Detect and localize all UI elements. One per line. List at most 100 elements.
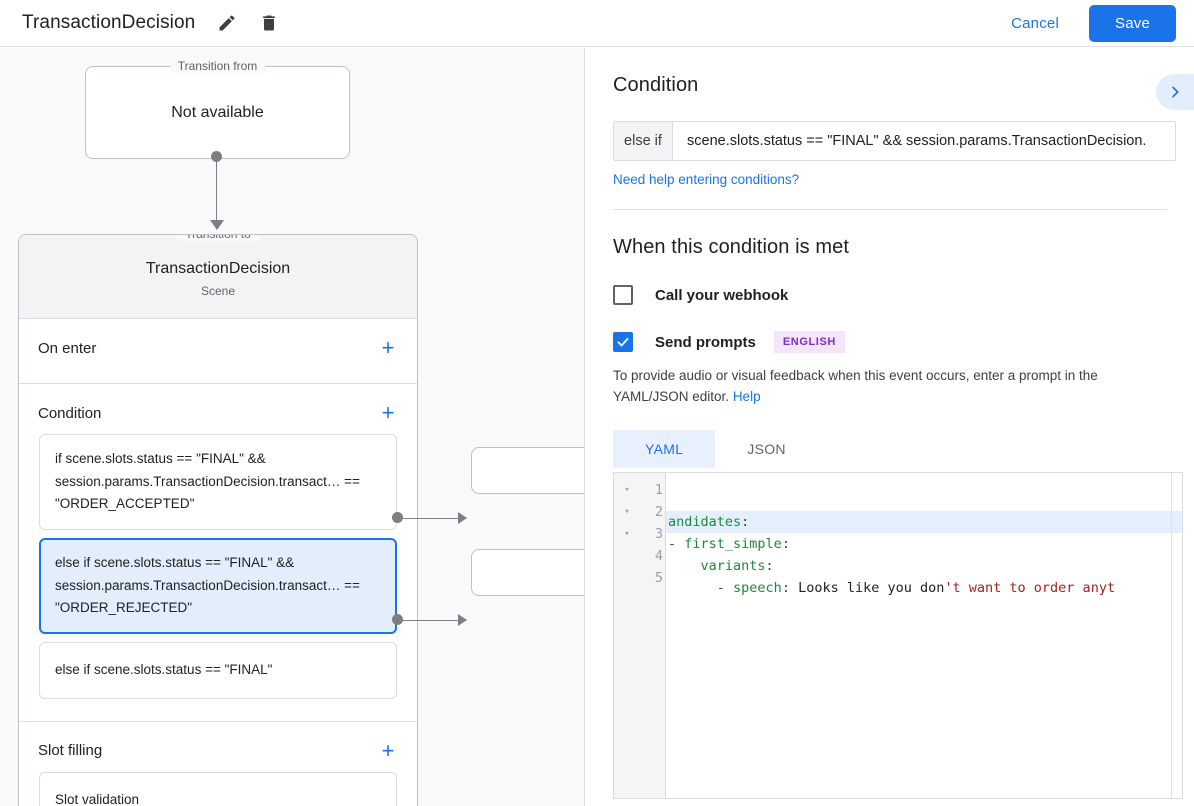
target-node-rejected[interactable] (471, 549, 584, 596)
add-slot-filling-button[interactable]: + (381, 737, 395, 763)
send-prompts-checkbox[interactable] (613, 332, 633, 352)
add-condition-button[interactable]: + (381, 400, 395, 425)
prompts-description-text: To provide audio or visual feedback when… (613, 368, 1098, 404)
code-line: andidates: (666, 510, 1182, 533)
transition-from-node[interactable]: Transition from Not available (85, 59, 350, 159)
send-prompts-row[interactable]: Send prompts ENGLISH (613, 331, 1167, 353)
page-title: TransactionDecision (22, 12, 196, 33)
condition-detail-panel: Condition else if scene.slots.status == … (586, 48, 1194, 806)
edge-line-accepted (398, 518, 460, 519)
code-token: Looks like you don (798, 579, 945, 596)
scene-type: Scene (200, 283, 236, 298)
editor-fold-column: ▾ ▾ ▾ (614, 472, 640, 798)
call-webhook-row[interactable]: Call your webhook (613, 285, 1167, 305)
connector-dot (211, 151, 222, 162)
tab-json[interactable]: JSON (747, 440, 786, 457)
line-number: 1 (654, 481, 663, 498)
fold-toggle[interactable]: ▾ (624, 506, 630, 517)
pencil-icon (219, 15, 235, 31)
fold-toggle[interactable]: ▾ (624, 484, 630, 495)
editor-code-area[interactable]: andidates:- first_simple: variants: - sp… (666, 472, 1182, 798)
code-token: - (668, 535, 685, 552)
call-webhook-checkbox[interactable] (613, 285, 633, 305)
scene-graph-panel: Transition from Not available Transition… (0, 48, 585, 806)
delete-button[interactable] (255, 9, 283, 37)
need-help-conditions-link[interactable]: Need help entering conditions? (613, 172, 800, 187)
checkmark-icon (617, 337, 629, 347)
code-token: 't want to order anyt (944, 579, 1116, 596)
edge-dot-rejected (392, 614, 403, 625)
line-number: 3 (654, 525, 663, 542)
code-line (666, 599, 1182, 621)
code-token: speech (733, 579, 782, 596)
edge-arrow-accepted (458, 512, 467, 524)
line-number: 5 (654, 569, 663, 586)
tab-yaml[interactable]: YAML (613, 429, 716, 468)
connector-arrow-icon (210, 220, 224, 230)
connector-line (216, 160, 217, 228)
scene-header[interactable]: TransactionDecision Scene (19, 235, 417, 319)
when-condition-met-block: When this condition is met Call your web… (586, 210, 1194, 799)
section-head-slot-filling: Slot filling + (19, 722, 417, 772)
code-token: andidates (668, 513, 742, 530)
chevron-right-icon (1172, 86, 1179, 98)
condition-input-row[interactable]: else if scene.slots.status == "FINAL" &&… (613, 121, 1176, 161)
cancel-button[interactable]: Cancel (995, 6, 1075, 41)
transition-from-value: Not available (171, 103, 264, 121)
prompts-description: To provide audio or visual feedback when… (613, 366, 1169, 408)
editor-margin-rule (1171, 472, 1172, 798)
code-token: : (741, 513, 750, 530)
section-head-on-enter: On enter + (19, 319, 417, 369)
scene-name: TransactionDecision (145, 259, 291, 277)
when-condition-met-heading: When this condition is met (613, 236, 850, 258)
transition-to-node: Transition to TransactionDecision Scene … (18, 234, 418, 806)
condition-list-item[interactable]: else if scene.slots.status == "FINAL" &&… (39, 538, 397, 635)
condition-list-item[interactable]: if scene.slots.status == "FINAL" && sess… (39, 434, 397, 531)
slot-filling-item[interactable]: Slot validation (39, 771, 397, 806)
condition-expression-input[interactable]: scene.slots.status == "FINAL" && session… (687, 133, 1147, 149)
edit-name-button[interactable] (213, 9, 241, 37)
editor-line-numbers: 1 2 3 4 5 (640, 472, 666, 798)
section-divider (613, 209, 1167, 210)
transition-from-legend: Transition from (169, 59, 266, 73)
save-button[interactable]: Save (1089, 4, 1176, 42)
send-prompts-label: Send prompts (655, 333, 756, 351)
call-webhook-label: Call your webhook (655, 286, 789, 304)
target-node-accepted[interactable] (471, 447, 584, 494)
condition-heading: Condition (613, 74, 699, 96)
top-bar: TransactionDecision Cancel Save (0, 0, 1194, 47)
code-token: first_simple (684, 535, 782, 552)
code-line: - first_simple: (666, 533, 1182, 555)
fold-toggle[interactable]: ▾ (624, 528, 630, 539)
editor-format-tabs: YAML JSON (613, 429, 1167, 468)
section-slot-filling: Slot filling + Slot validation (19, 722, 417, 806)
top-bar-actions: Cancel Save (995, 4, 1194, 42)
code-token (668, 558, 701, 574)
line-number: 2 (654, 503, 663, 520)
section-condition: Condition + if scene.slots.status == "FI… (19, 384, 417, 722)
transition-to-legend: Transition to (177, 235, 259, 241)
section-title-on-enter: On enter (38, 339, 97, 357)
code-token: : (765, 557, 774, 574)
code-editor[interactable]: ▾ ▾ ▾ 1 2 3 4 5 andidates:- first_simple… (613, 471, 1183, 799)
language-badge: ENGLISH (773, 331, 845, 353)
line-number: 4 (654, 547, 663, 564)
edge-dot-accepted (392, 512, 403, 523)
condition-list-item[interactable]: else if scene.slots.status == "FINAL" (39, 642, 397, 699)
trash-icon (263, 15, 276, 31)
section-title-condition: Condition (38, 404, 102, 422)
code-token: : (781, 535, 790, 552)
panel-expand-button[interactable] (1156, 74, 1194, 110)
edge-line-rejected (398, 620, 460, 621)
add-on-enter-button[interactable]: + (381, 335, 395, 360)
code-token: variants (700, 557, 766, 574)
code-line: - speech: Looks like you don't want to o… (666, 577, 1182, 599)
section-on-enter: On enter + (19, 319, 417, 384)
section-title-slot-filling: Slot filling (38, 742, 103, 760)
code-token: : (781, 579, 799, 596)
code-line: variants: (666, 555, 1182, 577)
condition-block: Condition else if scene.slots.status == … (586, 48, 1194, 210)
help-link[interactable]: Help (732, 388, 761, 404)
section-head-condition: Condition + (19, 384, 417, 434)
code-token: - (668, 579, 734, 596)
